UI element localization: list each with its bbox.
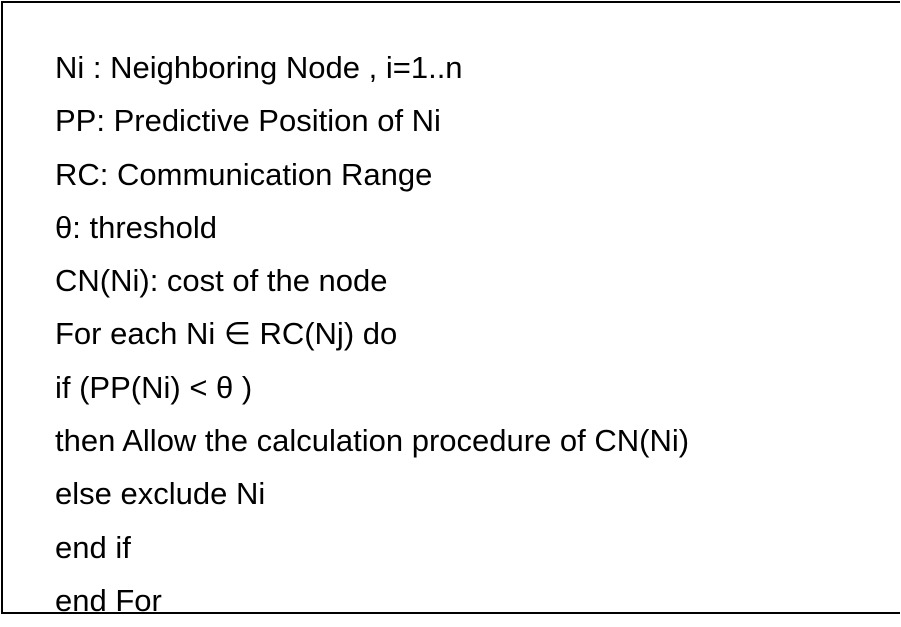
definition-cn: CN(Ni): cost of the node	[55, 263, 388, 299]
definition-rc: RC: Communication Range	[55, 156, 433, 192]
end-if: end if	[55, 529, 131, 565]
definition-theta: θ: threshold	[55, 209, 217, 245]
algorithm-lines: Ni : Neighboring Node , i=1..n PP: Predi…	[55, 41, 689, 627]
if-condition: if (PP(Ni) < θ )	[55, 369, 253, 405]
loop-start: For each Ni ∈ RC(Nj) do	[55, 316, 398, 352]
definition-pp: PP: Predictive Position of Ni	[55, 103, 441, 139]
definition-ni: Ni : Neighboring Node , i=1..n	[55, 50, 463, 85]
else-branch: else exclude Ni	[55, 476, 266, 512]
then-branch: then Allow the calculation procedure of …	[55, 423, 690, 459]
end-for: end For	[55, 582, 162, 618]
